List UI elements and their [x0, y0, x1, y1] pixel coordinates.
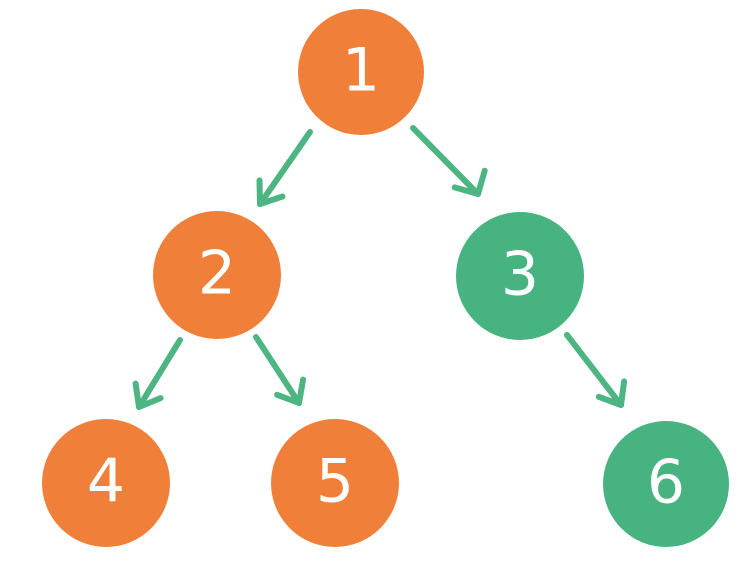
node-label: 6: [647, 448, 685, 518]
tree-node-5: 5: [271, 419, 399, 547]
tree-node-2: 2: [153, 211, 281, 339]
edge-3-to-6: [564, 332, 628, 408]
node-label: 3: [501, 240, 539, 310]
node-circle: [271, 419, 399, 547]
node-label: 5: [316, 447, 354, 517]
node-circle: [298, 9, 424, 135]
node-circle: [603, 421, 729, 547]
node-label: 2: [198, 239, 236, 309]
edge-1-to-2: [256, 129, 313, 207]
edge-1-to-3: [410, 125, 488, 197]
tree-node-4: 4: [42, 419, 170, 547]
node-circle: [42, 419, 170, 547]
edge-layer: [132, 125, 628, 410]
edge-2-to-4: [132, 337, 183, 410]
tree-node-1: 1: [298, 9, 424, 135]
tree-node-3: 3: [456, 212, 584, 340]
node-label: 4: [87, 447, 125, 517]
node-circle: [456, 212, 584, 340]
edge-2-to-5: [253, 334, 307, 406]
tree-node-6: 6: [603, 421, 729, 547]
node-layer: 1 2 3 4 5 6: [42, 9, 729, 547]
node-label: 1: [342, 36, 380, 106]
node-circle: [153, 211, 281, 339]
